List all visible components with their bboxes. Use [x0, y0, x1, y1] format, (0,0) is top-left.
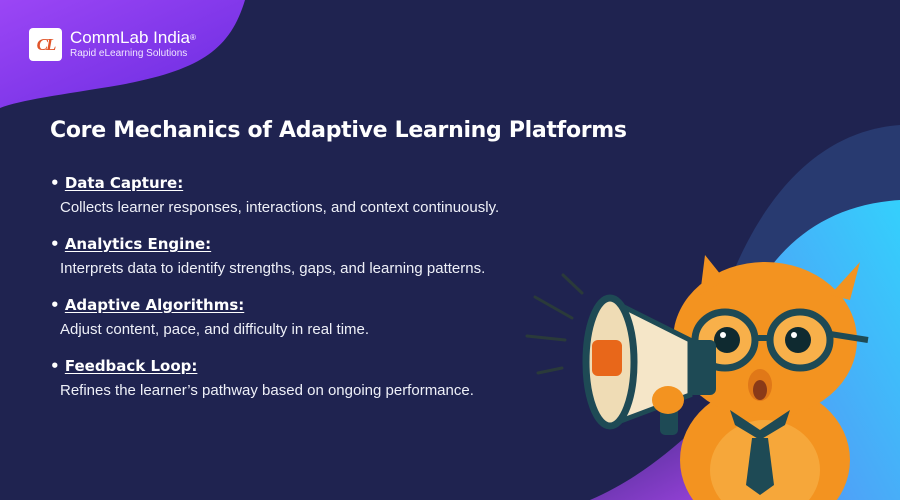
item-description: Refines the learner’s pathway based on o…: [60, 382, 474, 399]
page-title: Core Mechanics of Adaptive Learning Plat…: [50, 118, 627, 143]
item-heading: Feedback Loop:: [64, 357, 198, 375]
brand-logo: CL CommLab India® Rapid eLearning Soluti…: [29, 28, 196, 61]
mechanics-list: • Data Capture: Collects learner respons…: [50, 172, 610, 416]
list-item: • Adaptive Algorithms: Adjust content, p…: [50, 294, 610, 341]
item-description: Adjust content, pace, and difficulty in …: [60, 321, 370, 338]
item-description: Collects learner responses, interactions…: [60, 199, 500, 216]
item-heading: Analytics Engine:: [64, 235, 212, 253]
item-description: Interprets data to identify strengths, g…: [60, 260, 486, 277]
item-heading: Adaptive Algorithms:: [64, 296, 245, 314]
brand-tagline: Rapid eLearning Solutions: [70, 48, 188, 59]
brand-name: CommLab India®: [70, 28, 196, 47]
item-heading: Data Capture:: [64, 174, 184, 192]
list-item: • Analytics Engine: Interprets data to i…: [50, 233, 610, 280]
list-item: • Feedback Loop: Refines the learner’s p…: [50, 355, 610, 402]
owl-with-megaphone-icon: [525, 255, 869, 500]
logo-mark-icon: CL: [29, 28, 62, 61]
list-item: • Data Capture: Collects learner respons…: [50, 172, 610, 219]
